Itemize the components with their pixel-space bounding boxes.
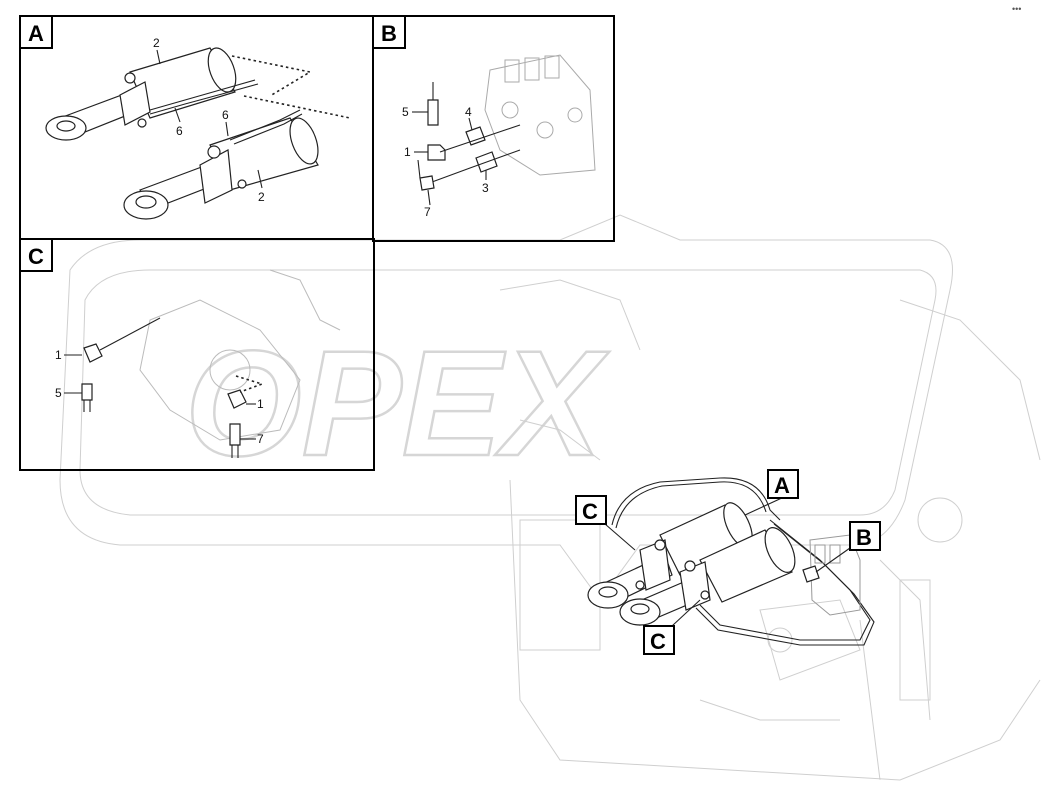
panel-c-background-parts — [139, 269, 341, 441]
callout-a-6-left: 6 — [176, 124, 183, 138]
panel-a-tag — [19, 15, 53, 49]
corner-mark: ••• — [1012, 4, 1021, 14]
watermark-text: OPEX — [185, 319, 610, 487]
panel-b-letter: B — [381, 21, 397, 46]
callout-b-5: 5 — [402, 105, 409, 119]
callout-c-1-left: 1 — [55, 348, 62, 362]
overview-tag-c-upper — [575, 495, 607, 525]
callout-a-6-right: 6 — [222, 108, 229, 122]
callout-a-2-top: 2 — [153, 36, 160, 50]
panel-b-callouts: 5 4 1 3 7 — [402, 105, 489, 219]
panel-b-fittings — [417, 82, 521, 206]
overview-tag-a-letter: A — [774, 473, 790, 498]
overview-valve-block — [802, 534, 861, 616]
panel-a-callouts: 2 6 6 2 — [153, 36, 265, 204]
callout-a-2-bottom: 2 — [258, 190, 265, 204]
panel-c: C 1 5 1 7 — [19, 238, 375, 471]
overview-tag-a — [767, 469, 799, 499]
callout-b-1: 1 — [404, 145, 411, 159]
callout-c-5: 5 — [55, 386, 62, 400]
panel-c-letter: C — [28, 244, 44, 269]
control-valve — [484, 54, 596, 176]
overview-tag-c-lower — [643, 625, 675, 655]
panel-c-frame — [19, 238, 375, 471]
overview-cylinder-back — [587, 502, 753, 609]
callout-b-4: 4 — [465, 105, 472, 119]
overview-tag-c-lower-letter: C — [650, 629, 666, 654]
panel-b-tag — [372, 15, 406, 49]
overview-hose-upper — [611, 477, 781, 526]
overview-tag-b — [849, 521, 881, 551]
overview-cylinder-front — [619, 527, 796, 626]
watermark-inner-outline — [79, 269, 937, 516]
callout-c-7: 7 — [257, 432, 264, 446]
overview-tag-b-letter: B — [856, 525, 872, 550]
machine-frame — [499, 279, 1041, 781]
callout-b-3: 3 — [482, 181, 489, 195]
panel-a: A 2 — [19, 15, 374, 240]
hose-path-2 — [243, 95, 351, 119]
panel-c-callouts: 1 5 1 7 — [55, 348, 264, 446]
overview-tag-c-upper-letter: C — [582, 499, 598, 524]
panel-c-fittings — [81, 317, 265, 458]
panel-a-letter: A — [28, 21, 44, 46]
panel-b-frame — [372, 15, 615, 242]
watermark-gear-outline — [59, 214, 953, 601]
callout-b-7: 7 — [424, 205, 431, 219]
cylinder-lower — [123, 109, 319, 220]
cylinder-upper — [45, 47, 259, 141]
panel-c-tag — [19, 238, 53, 272]
watermark: OPEX — [59, 214, 953, 601]
panel-b: B 5 4 1 — [372, 15, 615, 242]
overview-assembly: A B C C — [575, 469, 881, 655]
callout-c-1-right: 1 — [257, 397, 264, 411]
hose-path-1 — [231, 55, 313, 97]
